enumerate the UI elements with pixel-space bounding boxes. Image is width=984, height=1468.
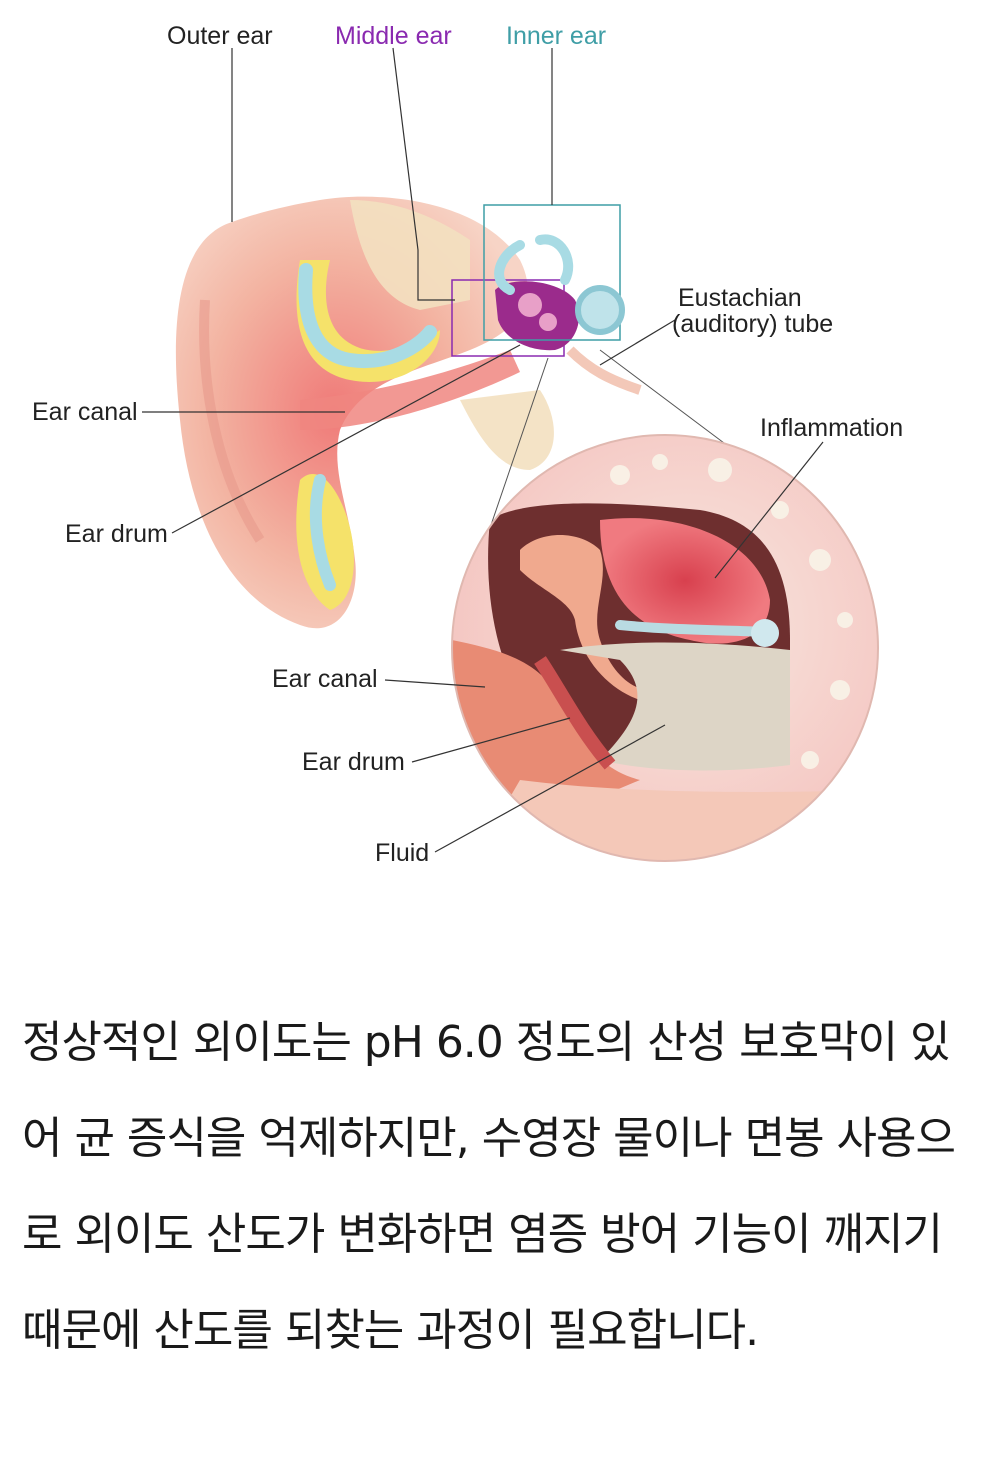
middle-inner-ear-illustration: [451, 204, 642, 395]
label-ear-canal: Ear canal: [32, 398, 138, 426]
label-inflammation: Inflammation: [760, 414, 903, 442]
label-ear-drum-detail: Ear drum: [302, 748, 405, 776]
label-ear-drum: Ear drum: [65, 520, 168, 548]
label-outer-ear: Outer ear: [167, 22, 273, 50]
outer-ear-illustration: [175, 196, 554, 629]
label-inner-ear: Inner ear: [506, 22, 606, 50]
label-fluid: Fluid: [375, 839, 429, 867]
label-middle-ear: Middle ear: [335, 22, 452, 50]
diagram-labels: Outer ear Middle ear Inner ear Eustachia…: [32, 22, 903, 867]
magnified-middle-ear: [451, 349, 879, 862]
label-eustachian-1: Eustachian: [678, 284, 802, 312]
label-ear-canal-detail: Ear canal: [272, 665, 378, 693]
label-eustachian-2: (auditory) tube: [672, 310, 833, 338]
ear-anatomy-diagram: Outer ear Middle ear Inner ear Eustachia…: [32, 22, 903, 867]
leader-lines: [142, 47, 824, 853]
caption-text: 정상적인 외이도는 pH 6.0 정도의 산성 보호막이 있어 균 증식을 억제…: [22, 1017, 956, 1356]
